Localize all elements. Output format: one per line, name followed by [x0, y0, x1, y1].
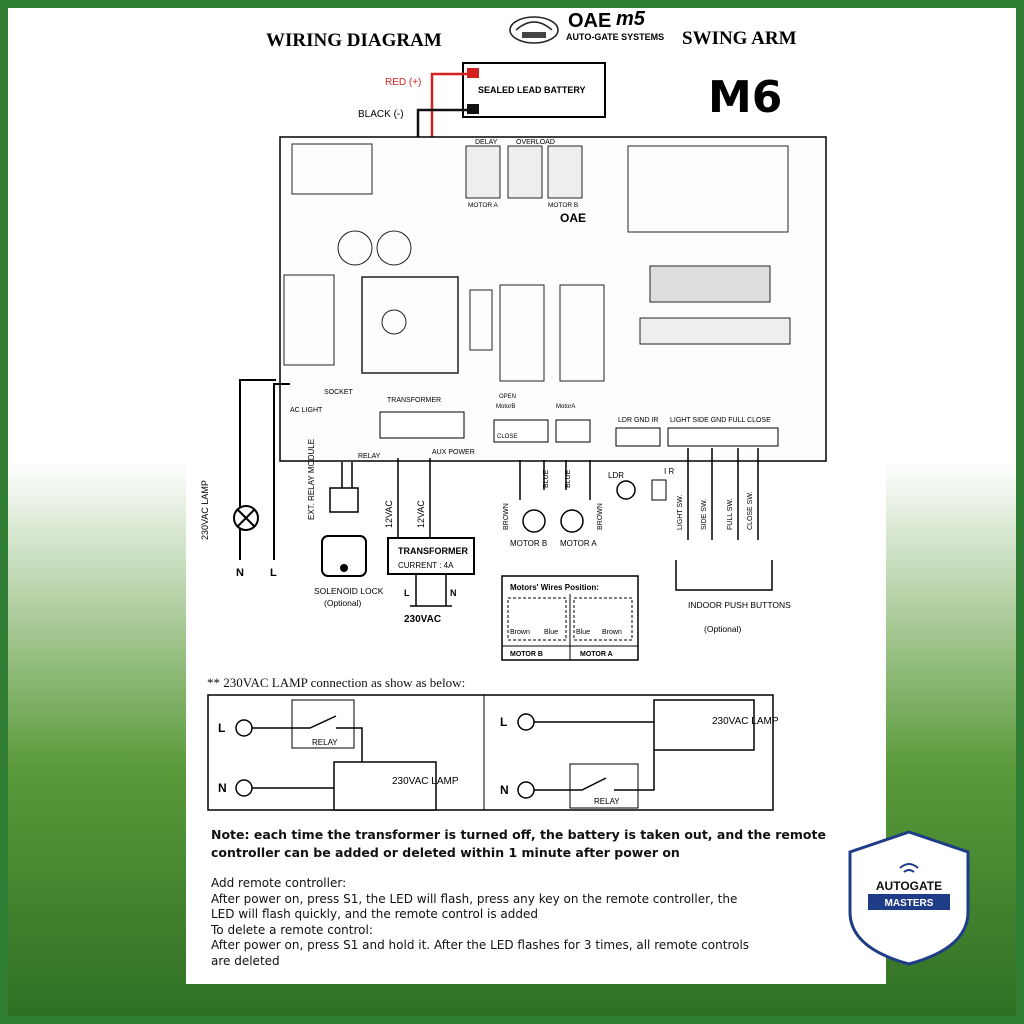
left-n-label: N	[218, 781, 227, 795]
board-motor-b-label: MOTOR B	[548, 202, 578, 209]
black-wire-label: BLACK (-)	[358, 109, 404, 120]
instructions: Add remote controller: After power on, p…	[211, 876, 771, 969]
badge-line1: AUTOGATE	[876, 879, 942, 893]
ldr-label: LDR	[608, 471, 624, 480]
table-cell-brown-b: Brown	[510, 629, 530, 636]
brand-name: OAE	[568, 10, 612, 32]
open-label: OPEN	[499, 394, 516, 400]
autogate-masters-logo: AUTOGATE MASTERS	[844, 828, 974, 968]
logo-emblem-icon	[509, 16, 559, 44]
table-cell-blue-b: Blue	[544, 629, 558, 636]
socket-label: SOCKET	[324, 389, 354, 396]
board-motor-a-label: MOTOR A	[468, 202, 499, 209]
right-lamp-label: 230VAC LAMP	[712, 716, 779, 727]
left-relay-label: RELAY	[312, 738, 338, 747]
lamp-n-label: N	[236, 567, 244, 579]
close-label: CLOSE	[497, 434, 517, 440]
transformer-label: TRANSFORMER	[398, 546, 468, 556]
red-wire-label: RED (+)	[385, 77, 421, 88]
aux-power-label: AUX POWER	[432, 449, 475, 456]
table-cell-blue-a: Blue	[576, 629, 590, 636]
lamp-230vac-label: 230VAC LAMP	[200, 480, 210, 540]
red-wire	[430, 72, 470, 148]
table-cell-brown-a: Brown	[602, 629, 622, 636]
twelve-vac-right: 12VAC	[416, 500, 426, 528]
full-sw-label: FULL SW.	[727, 498, 734, 530]
instruction-line: are deleted	[211, 953, 280, 968]
brown-wire-b: BROWN	[503, 503, 510, 530]
instruction-line: LED will flash quickly, and the remote c…	[211, 907, 538, 921]
right-l-label: L	[500, 715, 507, 729]
battery-positive-terminal	[467, 68, 479, 78]
instruction-line: Add remote controller:	[211, 876, 347, 890]
overload-label: OVERLOAD	[516, 139, 555, 146]
transformer-l: L	[404, 588, 410, 598]
relay-module-box	[329, 487, 359, 513]
battery-label: SEALED LEAD BATTERY	[478, 85, 586, 95]
brand-logo	[508, 10, 560, 46]
instruction-line: After power on, press S1, the LED will f…	[211, 891, 738, 906]
ldr-sensor-icon	[616, 480, 636, 500]
light-sw-label: LIGHT SW.	[677, 495, 684, 530]
motor-table-title: Motors' Wires Position:	[510, 583, 599, 592]
lamp-section-heading: ** 230VAC LAMP connection as show as bel…	[207, 675, 466, 690]
motor-a-label: MOTOR A	[560, 539, 597, 548]
note-text: Note: each time the transformer is turne…	[211, 827, 826, 860]
table-foot-motor-a: MOTOR A	[580, 651, 613, 658]
instruction-line: To delete a remote control:	[211, 922, 373, 937]
left-l-label: L	[218, 721, 225, 735]
lamp-l-label: L	[270, 567, 277, 579]
brown-wire-a: BROWN	[597, 503, 604, 530]
motor-b-label: MOTOR B	[510, 539, 547, 548]
delay-label: DELAY	[475, 139, 498, 146]
motora-terminal-label: MotorA	[556, 404, 575, 410]
twelve-vac-left: 12VAC	[384, 500, 394, 528]
motor-b-icon	[522, 509, 546, 533]
right-n-label: N	[500, 783, 509, 797]
solenoid-lock-icon	[321, 535, 367, 577]
brand-subtitle: AUTO-GATE SYSTEMS	[566, 32, 665, 42]
instruction-line: After power on, press S1 and hold it. Af…	[211, 938, 750, 952]
close-sw-label: CLOSE SW.	[747, 491, 754, 530]
mains-label: 230VAC	[404, 614, 441, 625]
left-lamp-label: 230VAC LAMP	[392, 776, 459, 787]
battery-box	[462, 62, 606, 118]
blue-wire-b: BLUE	[543, 469, 550, 488]
battery-negative-terminal	[467, 104, 479, 114]
solenoid-lock-label: SOLENOID LOCK	[314, 586, 384, 596]
motorb-terminal-label: MotorB	[496, 404, 515, 410]
lamp-connection-svg: L RELAY N 230VAC LAMP L 230VAC LAMP N RE…	[207, 694, 779, 811]
table-foot-motor-b: MOTOR B	[510, 651, 543, 658]
push-buttons-optional: (Optional)	[704, 624, 741, 634]
transformer-box	[387, 537, 475, 575]
blue-wire-a: BLUE	[565, 469, 572, 488]
motor-a-icon	[560, 509, 584, 533]
side-sw-label: SIDE SW.	[701, 499, 708, 530]
relay-label: RELAY	[358, 453, 381, 460]
ac-light-label: AC LIGHT	[290, 407, 323, 414]
right-relay-label: RELAY	[594, 797, 620, 806]
badge-line2: MASTERS	[885, 898, 934, 909]
wiring-diagram-svg: SEALED LEAD BATTERY RED (+) BLACK (-) DE…	[200, 62, 827, 661]
shield-icon: AUTOGATE MASTERS	[848, 830, 970, 966]
transformer-current: CURRENT : 4A	[398, 561, 454, 570]
black-wire	[416, 108, 470, 148]
ir-label: I R	[664, 467, 674, 476]
solenoid-optional-label: (Optional)	[324, 598, 361, 608]
model-badge: M6	[708, 72, 783, 123]
push-buttons-label: INDOOR PUSH BUTTONS	[688, 600, 791, 610]
board-brand: OAE	[560, 211, 586, 225]
relay-module-label: EXT. RELAY MODULE	[307, 439, 316, 520]
transformer-terminal-label: TRANSFORMER	[387, 397, 441, 404]
title-swing-arm: SWING ARM	[682, 28, 797, 49]
transformer-n: N	[450, 588, 457, 598]
brand-model: m5	[616, 8, 645, 30]
title-wiring-diagram: WIRING DIAGRAM	[266, 30, 442, 51]
light-side-full-close-label: LIGHT SIDE GND FULL CLOSE	[670, 417, 771, 424]
ldr-gnd-ir-label: LDR GND IR	[618, 417, 658, 424]
ir-sensor-icon	[651, 479, 667, 501]
